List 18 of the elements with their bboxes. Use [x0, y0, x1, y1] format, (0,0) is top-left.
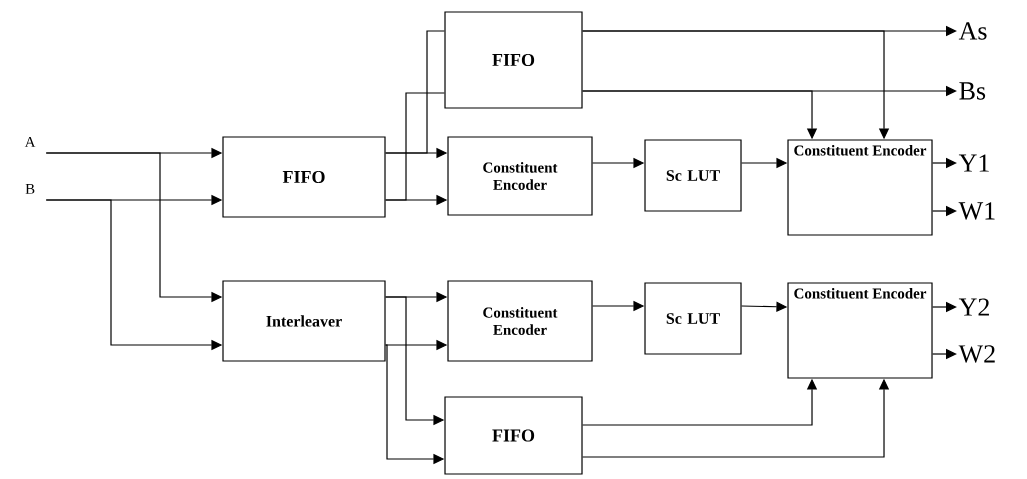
- signal-label: W1: [958, 202, 995, 220]
- process-box: FIFO: [444, 396, 583, 475]
- signal-label: Bs: [959, 82, 986, 100]
- signal-label: W2: [958, 345, 995, 363]
- process-box: FIFO: [444, 11, 583, 109]
- process-box: Constituent Encoder: [447, 136, 593, 216]
- process-box: Constituent Encoder: [787, 139, 933, 236]
- process-box: Sc LUT: [644, 139, 742, 212]
- process-box: Constituent Encoder: [787, 282, 933, 379]
- process-box: FIFO: [222, 136, 386, 218]
- signal-label: Y1: [958, 154, 989, 172]
- process-box: Interleaver: [222, 280, 386, 362]
- signal-label: Y2: [958, 298, 989, 316]
- signal-label: A: [24, 136, 36, 147]
- process-box: Sc LUT: [644, 282, 742, 355]
- process-box: Constituent Encoder: [447, 280, 593, 362]
- signal-label: As: [958, 22, 987, 40]
- signal-label: B: [25, 183, 35, 194]
